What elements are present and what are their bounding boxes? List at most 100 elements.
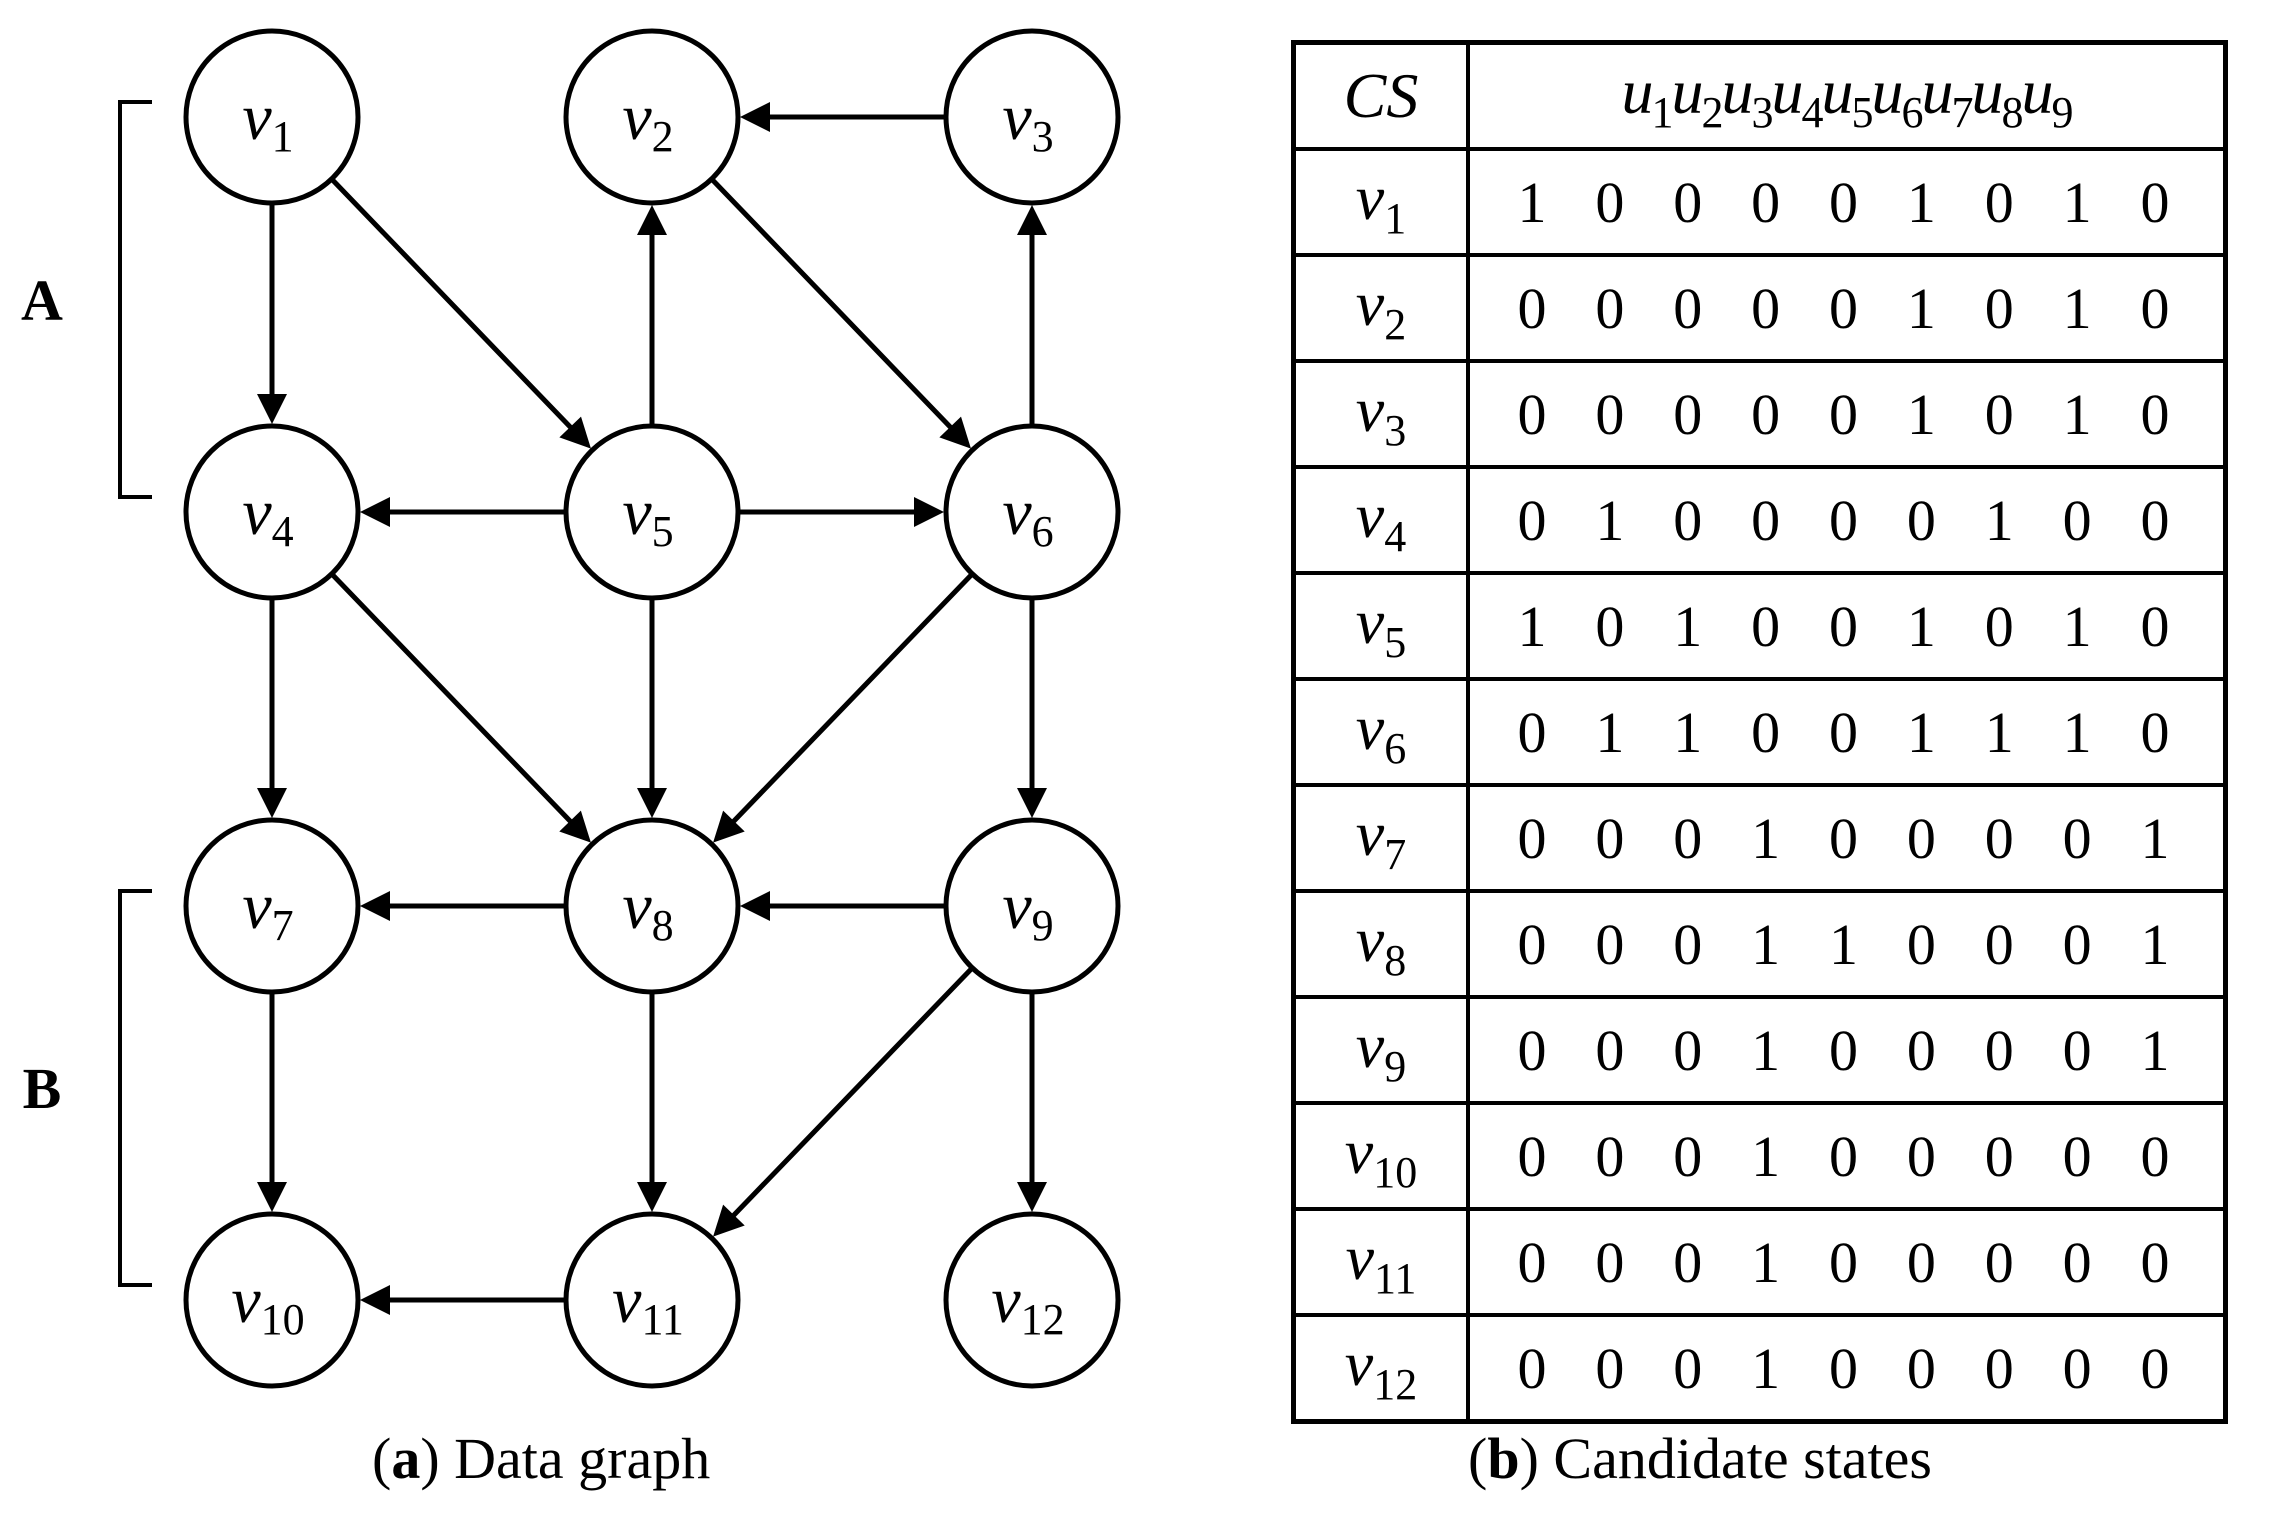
cell-v10-u8: 0 — [2062, 1123, 2092, 1189]
cell-v7-u4: 1 — [1751, 805, 1781, 871]
row-header-v1: v1 — [1291, 147, 1470, 257]
cell-v1-u7: 0 — [1984, 169, 2014, 235]
group-label-A: A — [21, 268, 63, 333]
arrowhead-v7-v10 — [257, 1182, 287, 1212]
row-header-v9: v9 — [1291, 995, 1470, 1105]
cell-v2-u3: 0 — [1673, 275, 1703, 341]
cell-v7-u3: 0 — [1673, 805, 1703, 871]
cell-v5-u2: 0 — [1595, 593, 1625, 659]
cell-v1-u4: 0 — [1751, 169, 1781, 235]
node-circle-v8 — [563, 817, 741, 995]
node-v12: v12 — [943, 1211, 1121, 1389]
cell-v5-u1: 1 — [1517, 593, 1547, 659]
cell-v1-u3: 0 — [1673, 169, 1703, 235]
node-label-v2: v2 — [622, 81, 673, 161]
node-v6: v6 — [943, 423, 1121, 601]
cell-v6-u2: 1 — [1595, 699, 1625, 765]
cell-v10-u1: 0 — [1517, 1123, 1547, 1189]
cell-v7-u9: 1 — [2140, 805, 2170, 871]
caption-b-text: Candidate states — [1553, 1426, 1932, 1491]
node-circle-v9 — [943, 817, 1121, 995]
node-label-v3: v3 — [1002, 81, 1053, 161]
cell-v5-u6: 1 — [1906, 593, 1936, 659]
cell-v11-u6: 0 — [1906, 1229, 1936, 1295]
cell-v2-u7: 0 — [1984, 275, 2014, 341]
node-label-v4: v4 — [242, 476, 293, 556]
cell-v12-u1: 0 — [1517, 1335, 1547, 1401]
cell-v6-u4: 0 — [1751, 699, 1781, 765]
cell-v2-u6: 1 — [1906, 275, 1936, 341]
node-circle-v2 — [563, 28, 741, 206]
arrowhead-v2-v6 — [939, 416, 971, 449]
cell-v3-u2: 0 — [1595, 381, 1625, 447]
cell-v12-u4: 1 — [1751, 1335, 1781, 1401]
column-header-u1: u1 — [1621, 55, 1674, 137]
cell-v6-u5: 0 — [1829, 699, 1858, 765]
cell-v12-u9: 0 — [2140, 1335, 2170, 1401]
cell-v7-u8: 0 — [2062, 805, 2092, 871]
cell-v8-u7: 0 — [1984, 911, 2014, 977]
arrowhead-v11-v10 — [360, 1285, 390, 1315]
cell-v2-u4: 0 — [1751, 275, 1781, 341]
arrowhead-v3-v2 — [740, 102, 770, 132]
cell-v2-u2: 0 — [1595, 275, 1625, 341]
cell-v6-u1: 0 — [1517, 699, 1547, 765]
cell-v2-u9: 0 — [2140, 275, 2170, 341]
cell-v4-u7: 1 — [1984, 487, 2014, 553]
cell-v6-u3: 1 — [1673, 699, 1703, 765]
row-header-v8: v8 — [1291, 889, 1470, 999]
node-v1: v1 — [183, 28, 361, 206]
cell-v7-u5: 0 — [1829, 805, 1858, 871]
cell-v1-u2: 0 — [1595, 169, 1625, 235]
column-header-u5: u5 — [1821, 55, 1874, 137]
cell-v10-u3: 0 — [1673, 1123, 1703, 1189]
cell-v1-u5: 0 — [1829, 169, 1858, 235]
caption-a-letter: a — [391, 1426, 421, 1491]
edge-v4-v8 — [329, 572, 574, 825]
edge-v9-v11 — [730, 966, 975, 1219]
cell-v4-u1: 0 — [1517, 487, 1547, 553]
cell-v9-u4: 1 — [1751, 1017, 1781, 1083]
cell-v10-u4: 1 — [1751, 1123, 1781, 1189]
row-header-v10: v10 — [1291, 1101, 1470, 1211]
cell-v3-u7: 0 — [1984, 381, 2014, 447]
node-circle-v10 — [183, 1211, 361, 1389]
table-header-row: CS u1u2u3u4u5u6u7u8u9 — [1291, 40, 2228, 151]
node-v4: v4 — [183, 423, 361, 601]
graph-edges — [257, 102, 1047, 1315]
cell-v1-u1: 1 — [1517, 169, 1547, 235]
arrowhead-v4-v8 — [559, 810, 591, 843]
arrowhead-v9-v11 — [713, 1204, 745, 1237]
caption-a: (a) Data graph — [372, 1426, 711, 1491]
cell-v5-u3: 1 — [1673, 593, 1703, 659]
graph-groups: AB — [21, 100, 152, 1287]
node-circle-v4 — [183, 423, 361, 601]
column-headers: u1u2u3u4u5u6u7u8u9 — [1466, 40, 2228, 151]
cell-v10-u6: 0 — [1906, 1123, 1936, 1189]
cell-v10-u7: 0 — [1984, 1123, 2014, 1189]
node-v9: v9 — [943, 817, 1121, 995]
cell-v10-u5: 0 — [1829, 1123, 1858, 1189]
cell-v8-u9: 1 — [2140, 911, 2170, 977]
column-header-u3: u3 — [1721, 55, 1774, 137]
group-bracket-A — [118, 100, 152, 499]
cell-v4-u5: 0 — [1829, 487, 1858, 553]
cell-v8-u4: 1 — [1751, 911, 1781, 977]
cell-v7-u1: 0 — [1517, 805, 1547, 871]
node-circle-v6 — [943, 423, 1121, 601]
row-header-v12: v12 — [1291, 1313, 1470, 1424]
node-circle-v7 — [183, 817, 361, 995]
row-header-v5: v5 — [1291, 571, 1470, 681]
cell-v8-u3: 0 — [1673, 911, 1703, 977]
node-label-v1: v1 — [242, 81, 293, 161]
cell-v3-u6: 1 — [1906, 381, 1936, 447]
arrowhead-v9-v8 — [740, 891, 770, 921]
cell-v11-u9: 0 — [2140, 1229, 2170, 1295]
